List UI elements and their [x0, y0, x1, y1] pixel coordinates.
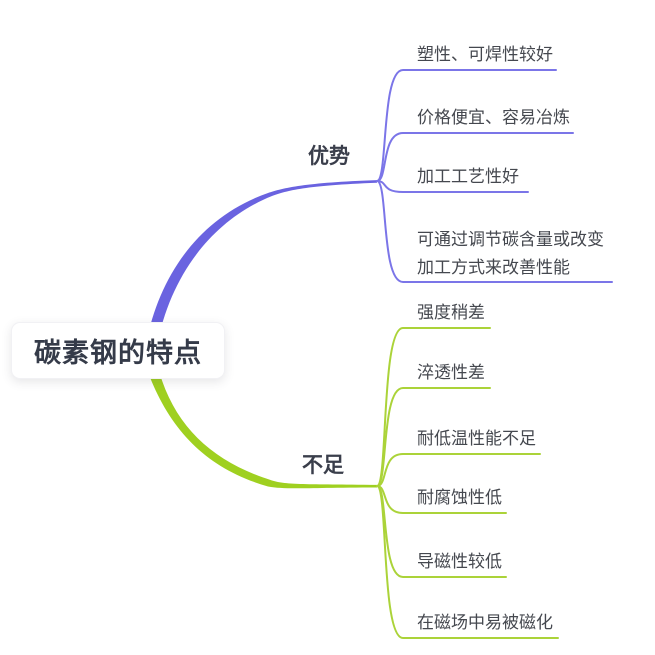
leaf-node[interactable]: 耐腐蚀性低 — [417, 488, 502, 507]
branch-node-advantages[interactable]: 优势 — [308, 145, 350, 168]
leaf-node[interactable]: 在磁场中易被磁化 — [417, 613, 553, 632]
leaf-node[interactable]: 可通过调节碳含量或改变 加工方式来改善性能 — [417, 230, 604, 277]
connector — [376, 69, 557, 182]
branch-node-disadvantages[interactable]: 不足 — [302, 454, 344, 477]
connector — [376, 327, 491, 487]
root-node[interactable]: 碳素钢的特点 — [11, 322, 225, 379]
leaf-node[interactable]: 价格便宜、容易冶炼 — [417, 108, 570, 127]
leaf-node[interactable]: 耐低温性能不足 — [417, 429, 536, 448]
connector — [376, 453, 541, 487]
connector — [376, 180, 529, 193]
leaf-node[interactable]: 淬透性差 — [417, 363, 485, 382]
leaf-node[interactable]: 强度稍差 — [417, 303, 485, 322]
leaf-node[interactable]: 导磁性较低 — [417, 552, 502, 571]
connector — [376, 387, 491, 487]
connector — [376, 132, 574, 182]
root-node-label: 碳素钢的特点 — [34, 338, 202, 368]
leaf-node[interactable]: 加工工艺性好 — [417, 167, 519, 186]
connector — [376, 180, 613, 283]
connector — [376, 485, 559, 639]
leaf-node[interactable]: 塑性、可焊性较好 — [417, 45, 553, 64]
